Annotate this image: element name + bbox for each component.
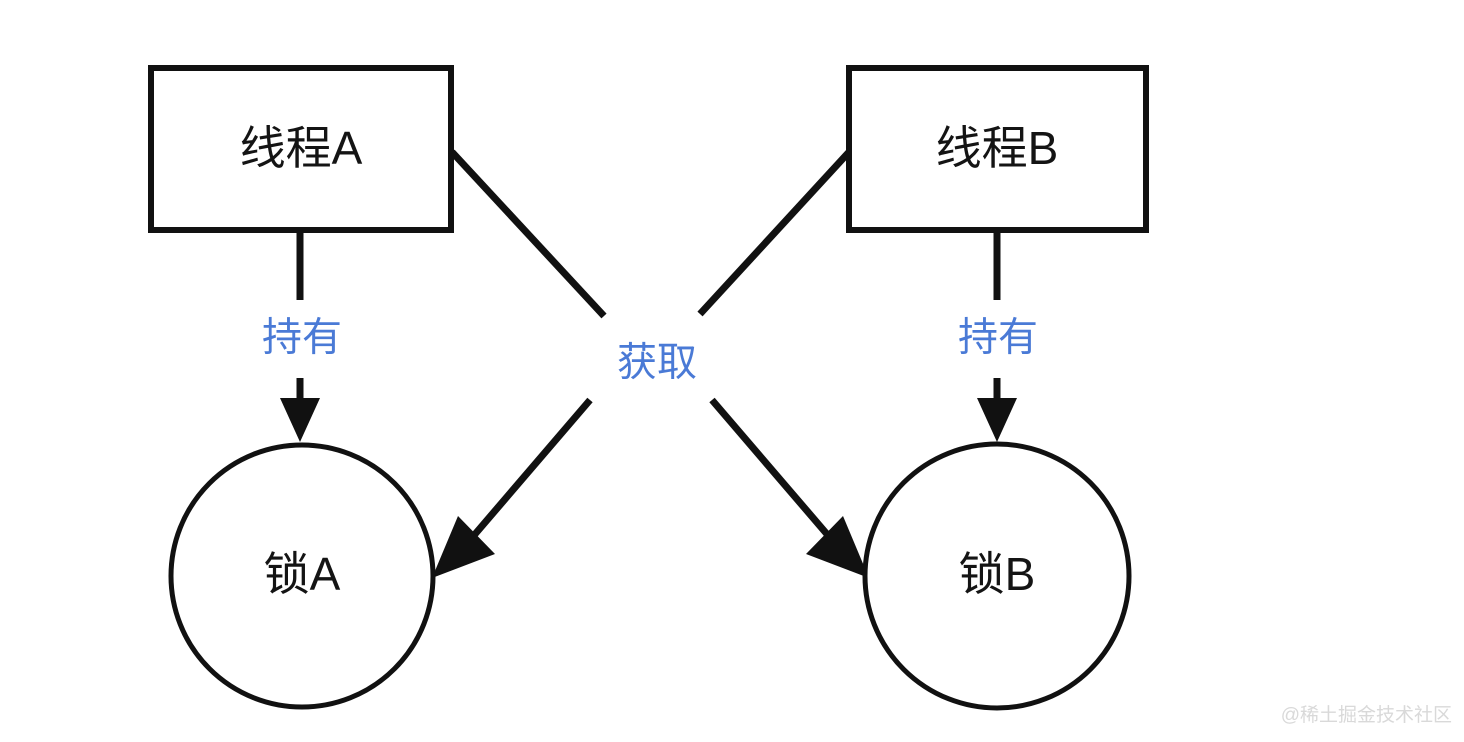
node-thread-a[interactable]: 线程A [148, 65, 454, 233]
lock-a-circle-shape [168, 442, 436, 710]
node-lock-b[interactable]: 锁B [862, 441, 1132, 711]
edge-line-thread-b-acquires-lower [467, 397, 593, 543]
edge-thread-a-holds-lock-a [280, 232, 320, 442]
edge-label-thread-b-holds: 持有 [958, 316, 1038, 360]
thread-b-label: 线程B [936, 122, 1059, 174]
watermark: @稀土掘金技术社区 [1281, 704, 1452, 726]
edge-label-acquire-center: 获取 [617, 341, 697, 385]
lock-a-label: 锁A [264, 548, 341, 600]
edge-line-thread-a-acquires-upper [449, 149, 607, 319]
edge-thread-a-acquires-lock-b [449, 149, 869, 578]
edge-thread-b-holds-lock-b [977, 232, 1017, 442]
edge-label-thread-a-holds: 持有 [262, 316, 342, 360]
thread-a-label: 线程A [240, 122, 363, 174]
arrowhead-thread-b-holds-lock-b [977, 398, 1017, 442]
edge-thread-b-acquires-lock-a [432, 149, 852, 578]
lock-b-circle-shape [862, 441, 1132, 711]
node-lock-a[interactable]: 锁A [168, 442, 436, 710]
node-thread-b[interactable]: 线程B [846, 65, 1149, 233]
thread-a-box-shape [148, 65, 454, 233]
lock-b-label: 锁B [959, 548, 1036, 600]
arrowhead-thread-a-holds-lock-a [280, 398, 320, 442]
thread-b-box-shape [846, 65, 1149, 233]
arrowhead-thread-b-acquires-lock-a [432, 516, 495, 578]
edge-line-thread-a-acquires-lower [709, 397, 835, 543]
arrowhead-thread-a-acquires-lock-b [806, 516, 869, 578]
edge-line-thread-b-acquires-upper [697, 149, 852, 317]
